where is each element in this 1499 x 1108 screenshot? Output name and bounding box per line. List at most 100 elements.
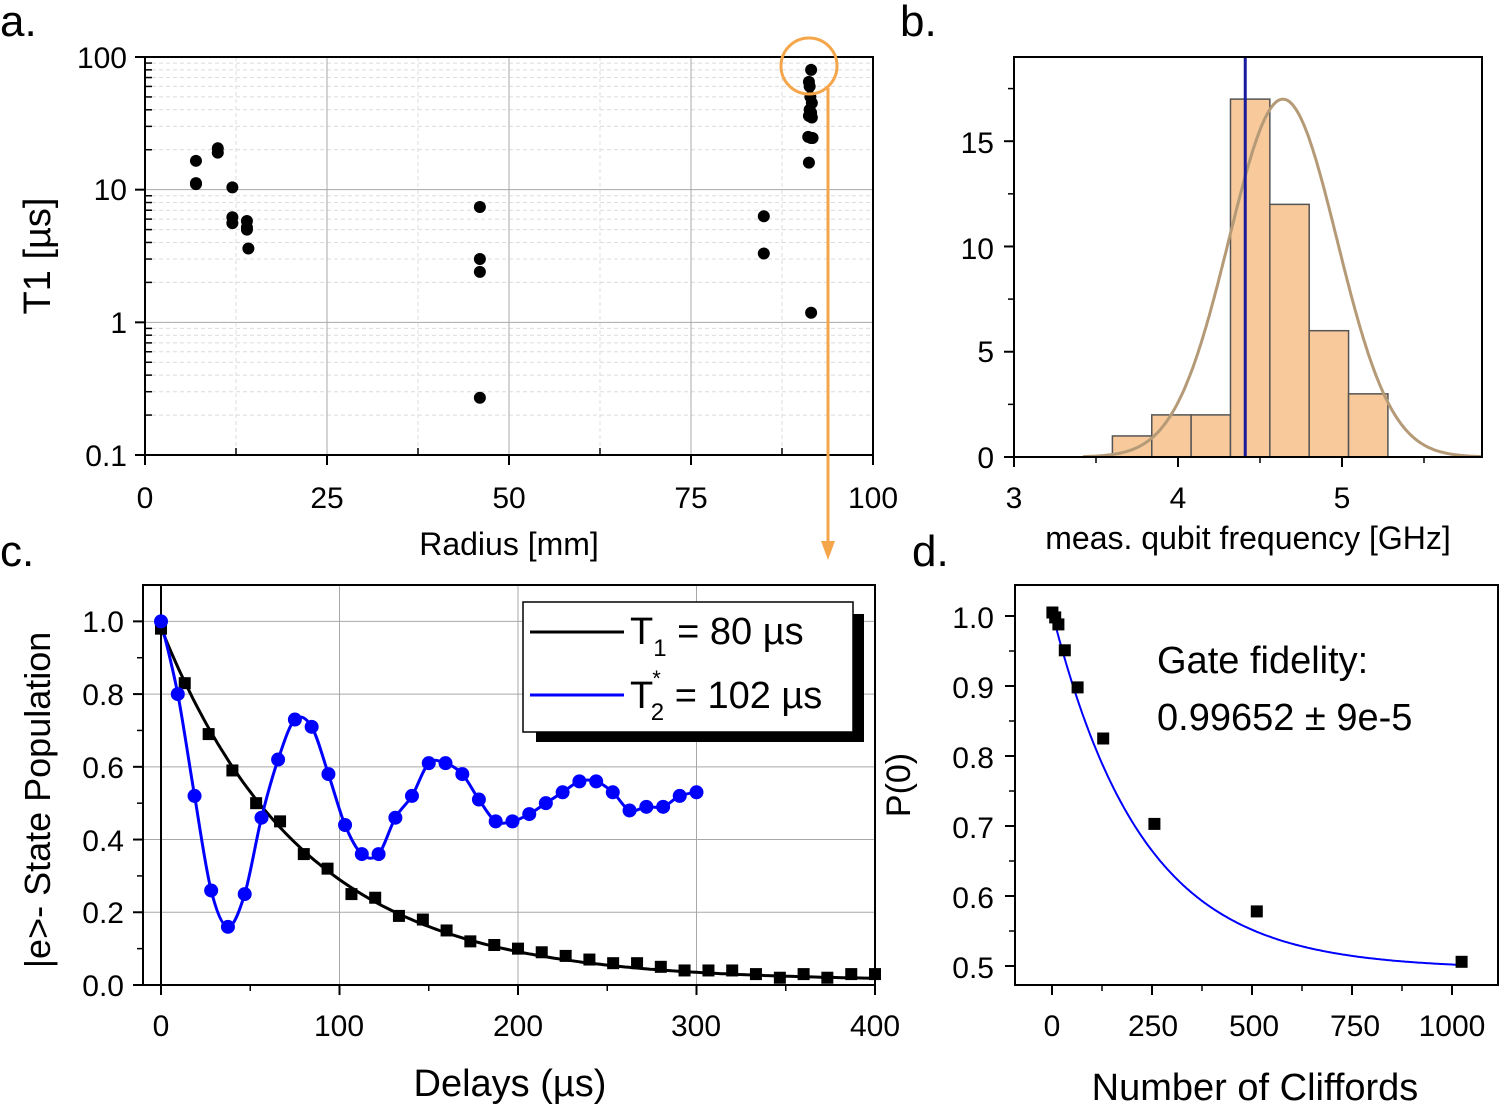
- gate-fidelity-value: 0.99652 ± 9e-5: [1157, 697, 1412, 739]
- panel-a-points: [189, 63, 819, 404]
- panel-b-xtick-label: 4: [1170, 482, 1187, 515]
- t2-data-point: [438, 756, 453, 771]
- t2-data-point: [505, 814, 520, 829]
- t1-radius-point: [805, 63, 818, 76]
- t2-data-points: [154, 614, 704, 934]
- t2-data-point: [388, 810, 403, 825]
- t1-data-point: [464, 935, 477, 948]
- t1-data-point: [226, 764, 239, 777]
- t1-data-point: [583, 953, 596, 966]
- panel-a-xtick-label: 75: [674, 482, 707, 515]
- panel-d-ytick-label: 0.7: [952, 812, 994, 845]
- t1-data-point: [369, 891, 382, 904]
- rb-data-point: [1097, 732, 1110, 745]
- t1-data-point: [297, 848, 310, 861]
- panel-c-frame: [142, 584, 876, 986]
- t1-radius-point: [473, 201, 486, 214]
- t1-data-point: [654, 960, 667, 973]
- t1-radius-point: [226, 217, 239, 230]
- t2-data-point: [204, 883, 219, 898]
- panel-d: d. Gate fidelity: 0.99652 ± 9e-5 0 250 5…: [880, 527, 1499, 1108]
- t2-data-point: [522, 807, 537, 822]
- rb-data-point: [1052, 618, 1065, 631]
- t1-data-point: [845, 968, 858, 981]
- t1-data-point: [202, 728, 215, 741]
- t1-radius-point: [806, 132, 819, 145]
- panel-d-xlabel: Number of Cliffords: [1092, 1067, 1419, 1108]
- t2-data-point: [572, 774, 587, 789]
- t2-data-point: [271, 752, 286, 767]
- t1-radius-point: [226, 181, 239, 194]
- t2-data-point: [220, 919, 235, 934]
- panel-a-xtick-label: 0: [137, 482, 154, 515]
- panel-d-ylabel: P(0): [880, 753, 918, 817]
- panel-d-ytick-label: 0.9: [952, 672, 994, 705]
- panel-c-xtick-label: 100: [314, 1010, 364, 1043]
- t1-data-point: [797, 968, 810, 981]
- t2-data-point: [404, 788, 419, 803]
- t1-radius-point: [805, 111, 818, 124]
- panel-c-xlabel: Delays (µs): [414, 1063, 607, 1105]
- panel-b-xlabel: meas. qubit frequency [GHz]: [1045, 520, 1451, 556]
- panel-a-letter: a.: [0, 0, 37, 46]
- t2-data-point: [672, 788, 687, 803]
- t1-data-point: [440, 924, 453, 937]
- t1-data-point: [702, 964, 715, 977]
- t1-data-point: [250, 797, 263, 810]
- panel-b-frame: [1013, 56, 1483, 458]
- panel-c-ytick-labels: 0.0 0.2 0.4 0.6 0.8 1.0: [82, 606, 124, 1003]
- t2-data-point: [354, 847, 369, 862]
- panel-d-ytick-label: 0.8: [952, 742, 994, 775]
- panel-d-xtick-label: 1000: [1419, 1010, 1486, 1043]
- t1-data-point: [559, 949, 572, 962]
- t2-data-point: [471, 792, 486, 807]
- histogram-bar: [1347, 393, 1389, 458]
- panel-a-ytick-label: 100: [77, 42, 127, 75]
- t1-data-point: [321, 862, 334, 875]
- t2-data-point: [589, 774, 604, 789]
- t2-data-point: [488, 814, 503, 829]
- highlight-circle: [779, 36, 839, 96]
- rb-data-point: [1058, 644, 1071, 657]
- panel-a-xtick-label: 100: [848, 482, 898, 515]
- panel-a-ytick-label: 10: [94, 174, 127, 207]
- panel-b-ticks: [1004, 87, 1425, 467]
- t2-data-point: [338, 818, 353, 832]
- panel-a: a. 0 25 50 75 100 0.1 1 10 100 Radius [m…: [0, 0, 898, 562]
- panel-a-xtick-label: 25: [310, 482, 343, 515]
- t1-data-point: [607, 957, 620, 970]
- t1-data-point: [274, 815, 287, 828]
- panel-c-ytick-label: 0.4: [82, 825, 124, 858]
- rb-data-point: [1250, 905, 1263, 918]
- panel-a-ytick-labels: 0.1 1 10 100: [77, 42, 127, 473]
- histogram-bar: [1190, 414, 1232, 458]
- legend-t1-label: T1 = 80 µs: [630, 611, 804, 662]
- t2-data-point: [689, 785, 704, 800]
- t1-radius-point: [757, 210, 770, 223]
- t1-radius-point: [757, 247, 770, 260]
- panel-d-xtick-labels: 0 250 500 750 1000: [1044, 1010, 1486, 1043]
- panel-a-ticks: [135, 56, 874, 465]
- panel-c-xtick-label: 300: [671, 1010, 721, 1043]
- t1-data-point: [178, 677, 191, 690]
- histogram-bar: [1308, 329, 1350, 458]
- t1-data-point: [726, 964, 739, 977]
- gate-fidelity-label: Gate fidelity:: [1157, 640, 1368, 682]
- t1-data-point: [416, 913, 429, 926]
- t2-data-point: [304, 719, 319, 734]
- panel-d-ytick-labels: 0.5 0.6 0.7 0.8 0.9 1.0: [952, 602, 994, 985]
- rb-data-point: [1148, 817, 1161, 830]
- panel-c-xtick-label: 0: [153, 1010, 170, 1043]
- rb-data-point: [1071, 681, 1084, 694]
- t1-data-point: [773, 971, 786, 984]
- panel-a-xtick-label: 50: [492, 482, 525, 515]
- panel-d-ytick-label: 1.0: [952, 602, 994, 635]
- t2-data-point: [237, 887, 252, 902]
- panel-a-xtick-labels: 0 25 50 75 100: [137, 482, 898, 515]
- panel-c-xtick-label: 200: [493, 1010, 543, 1043]
- t2-data-point: [605, 785, 620, 800]
- t1-data-point: [678, 964, 691, 977]
- t2-data-point: [555, 785, 570, 800]
- panel-c-ytick-label: 0.2: [82, 897, 124, 930]
